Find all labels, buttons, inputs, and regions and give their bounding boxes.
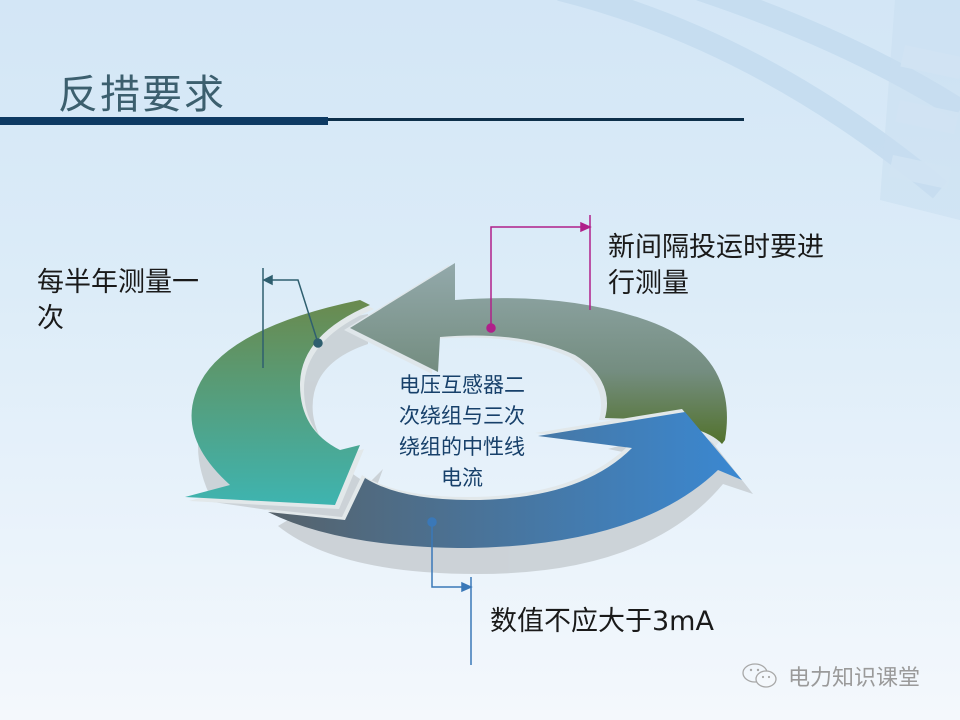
- watermark-text: 电力知识课堂: [788, 666, 921, 691]
- bottom-callout-connector: [427, 517, 473, 665]
- left-callout-connector: [262, 268, 323, 368]
- center-label: 电压互感器二 次绕组与三次 绕组的中性线 电流: [399, 373, 525, 490]
- callout-left-text: 每半年测量一 次: [37, 267, 199, 334]
- callout-right-text: 新间隔投运时要进 行测量: [608, 232, 824, 299]
- watermark: 电力知识课堂: [740, 660, 920, 692]
- bottom-arrow: [265, 409, 742, 548]
- left-arrow: [185, 300, 374, 509]
- title-underline-thin: [328, 118, 744, 121]
- top-arrow: [344, 263, 727, 446]
- slide-title: 反措要求: [58, 72, 226, 118]
- wechat-icon: [742, 663, 777, 688]
- right-callout-connector: [486, 215, 592, 333]
- title-underline-thick: [0, 117, 328, 125]
- callout-bottom-text: 数值不应大于3mA: [490, 606, 714, 637]
